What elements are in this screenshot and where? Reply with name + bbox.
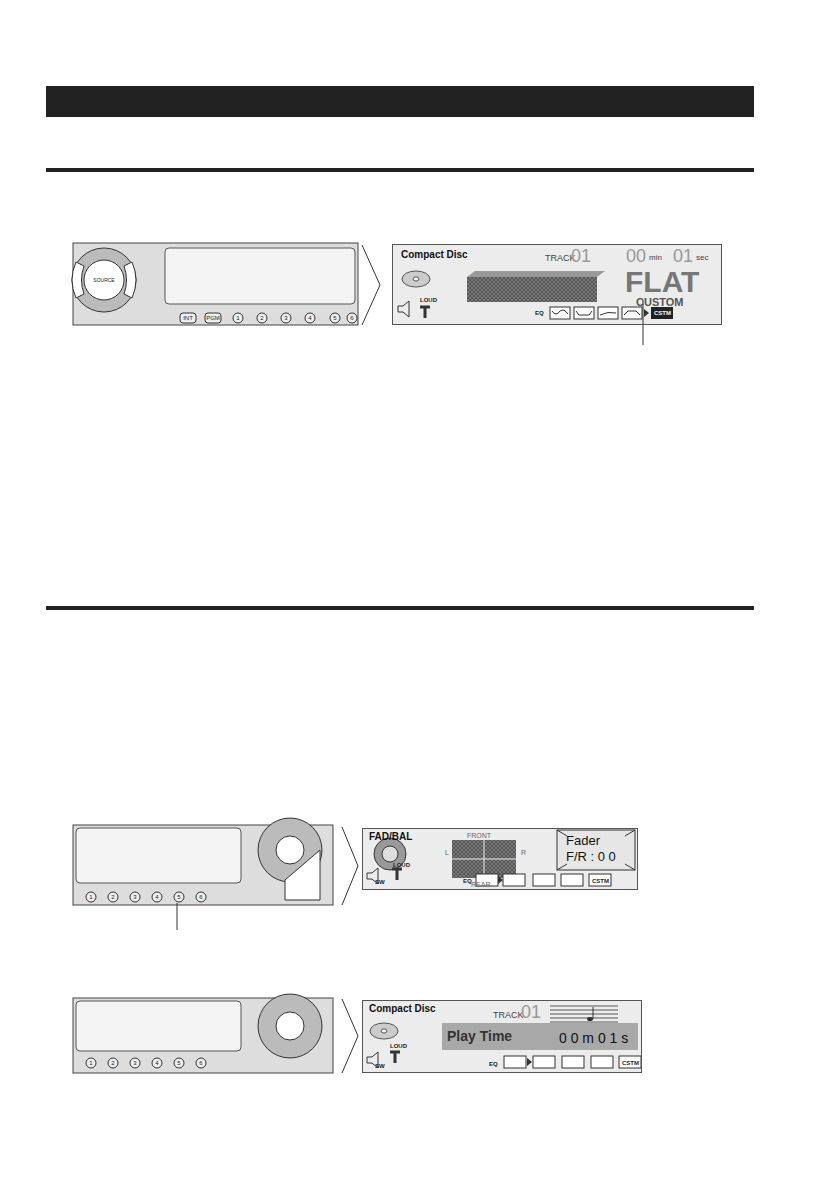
- preset-number: 2: [260, 315, 263, 321]
- loud-label: LOUD: [390, 1043, 407, 1049]
- lcd-display: FAD/BAL FRONT REAR L R FaderF/R : 0 0 SW LOUD EQ…: [362, 828, 638, 890]
- elapsed-time: 0 0 m 0 1 s: [559, 1031, 628, 1045]
- preset-number: 5: [177, 1060, 180, 1066]
- rear-label: REAR: [471, 881, 490, 888]
- preset-number: 1: [236, 315, 239, 321]
- knob-label: SOURCE: [93, 278, 114, 283]
- preset-number: 5: [177, 894, 180, 900]
- track-number: 01: [571, 247, 591, 265]
- front-label: FRONT: [467, 832, 491, 839]
- eq-label: EQ: [535, 310, 544, 316]
- track-label: TRACK: [545, 254, 576, 263]
- preset-number: 6: [199, 1060, 202, 1066]
- source-name: Compact Disc: [401, 250, 468, 260]
- button-label: INT: [183, 315, 193, 321]
- left-label: L: [445, 849, 449, 856]
- preset-number: 4: [155, 1060, 158, 1066]
- subwoofer-label: SW: [375, 879, 385, 885]
- sec-unit: sec: [696, 254, 708, 262]
- fader-label: Fader: [566, 834, 600, 847]
- preset-number: 2: [111, 894, 114, 900]
- preset-number: 3: [284, 315, 287, 321]
- preset-number: 2: [111, 1060, 114, 1066]
- fader-value: F/R : 0 0: [566, 850, 616, 863]
- fad-bal-label: FAD/BAL: [369, 832, 412, 842]
- cstm-label: CSTM: [654, 310, 671, 316]
- play-time-label: Play Time: [447, 1029, 512, 1043]
- lcd-display: Compact DiscTRACK0100min01secFLATCUSTOML…: [392, 244, 722, 325]
- min-unit: min: [649, 254, 662, 262]
- eq-label: EQ: [489, 1061, 498, 1067]
- preset-number: 4: [308, 315, 311, 321]
- seconds: 01: [673, 247, 693, 265]
- lcd-display: Compact DiscTRACK01Play Time 0 0 m 0 1 s S…: [362, 1000, 642, 1073]
- custom-label: CUSTOM: [636, 297, 683, 308]
- eq-label: EQ: [463, 878, 472, 884]
- preset-number: 3: [133, 1060, 136, 1066]
- preset-number: 1: [89, 1060, 92, 1066]
- cstm-label: CSTM: [592, 878, 609, 884]
- source-name: Compact Disc: [369, 1004, 436, 1014]
- preset-number: 4: [155, 894, 158, 900]
- loud-label: LOUD: [420, 297, 437, 303]
- button-label: PGM: [206, 315, 220, 321]
- track-number: 01: [521, 1003, 541, 1021]
- preset-number: 5: [333, 315, 336, 321]
- track-label: TRACK: [493, 1011, 524, 1020]
- cstm-label: CSTM: [622, 1060, 639, 1066]
- eq-mode: FLAT: [625, 267, 699, 297]
- minutes: 00: [626, 247, 646, 265]
- preset-number: 6: [350, 315, 353, 321]
- right-label: R: [521, 849, 526, 856]
- subwoofer-label: SW: [375, 1063, 385, 1069]
- preset-number: 1: [89, 894, 92, 900]
- preset-number: 6: [199, 894, 202, 900]
- preset-number: 3: [133, 894, 136, 900]
- loud-label: LOUD: [393, 862, 410, 868]
